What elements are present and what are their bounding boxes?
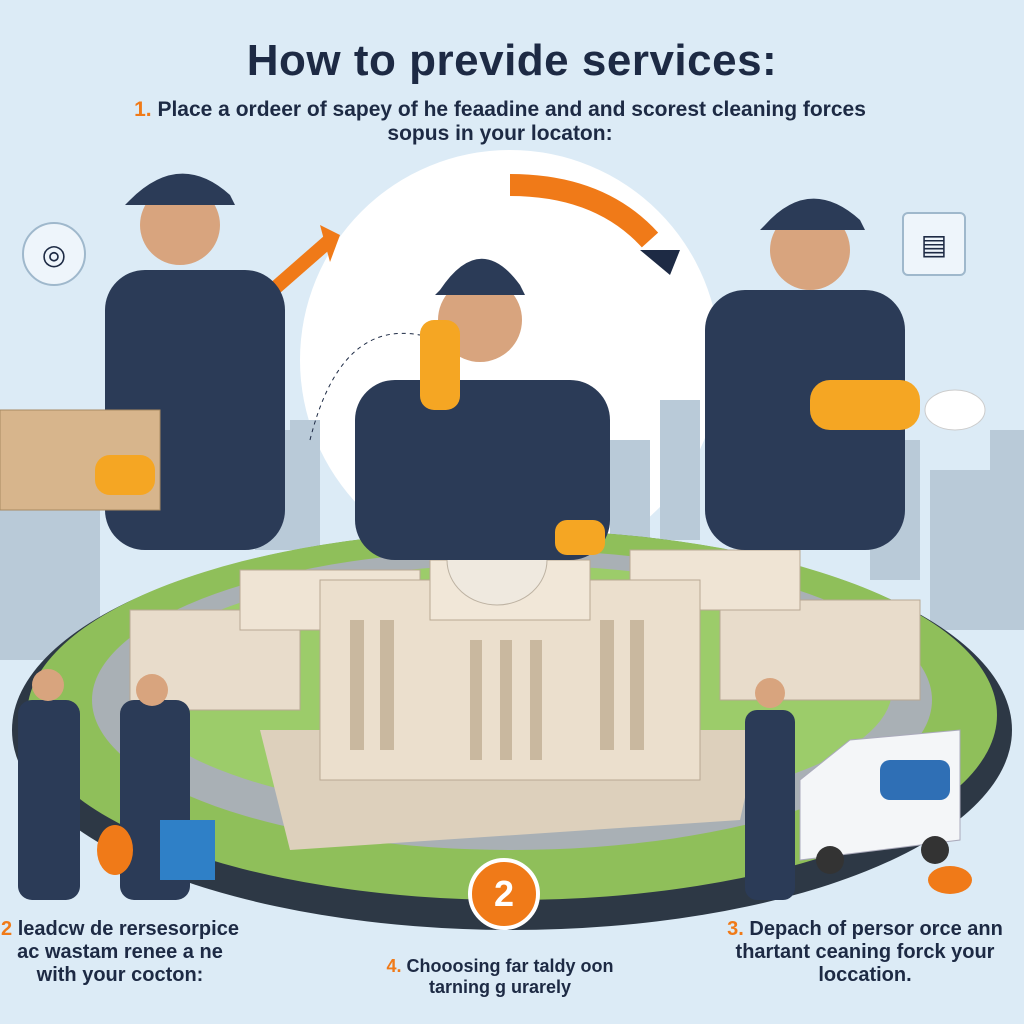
- target-icon: ◎: [22, 222, 86, 286]
- step-number: 4.: [386, 956, 402, 976]
- step-text: Place a ordeer of sapey of he feaadine a…: [157, 98, 866, 146]
- van: [799, 729, 961, 874]
- city-skyline: [0, 400, 1024, 670]
- step-2: 2 leadcw de rersesorpice ac wastam renee…: [0, 918, 240, 987]
- step-text: Depach of persor orce ann thartant ceani…: [735, 918, 1003, 986]
- worker-small-3: [745, 678, 795, 900]
- step-text: leadcw de rersesorpice ac wastam renee a…: [17, 918, 239, 986]
- buildings: [129, 514, 921, 850]
- step-1: 1. Place a ordeer of sapey of he feaadin…: [110, 98, 890, 146]
- step-text: Chooosing far taldy oon tarning g urarel…: [406, 956, 614, 997]
- worker-small-2: [97, 674, 215, 900]
- arrow-curve: [509, 174, 659, 248]
- step-number: 1.: [134, 98, 152, 121]
- page-title: How to previde services:: [246, 36, 778, 85]
- document-icon: ▤: [902, 212, 966, 276]
- worker-small-1: [18, 669, 80, 900]
- step-badge: 2: [468, 858, 540, 930]
- step-3: 3. Depach of persor orce ann thartant ce…: [720, 918, 1010, 987]
- step-number: 3.: [727, 918, 744, 940]
- worker-right: [705, 198, 986, 550]
- orange-cone: [928, 866, 972, 894]
- step-4: 4. Chooosing far taldy oon tarning g ura…: [370, 956, 630, 997]
- worker-center: [355, 258, 610, 560]
- step-number: 2: [1, 918, 13, 940]
- worker-left: [0, 173, 285, 550]
